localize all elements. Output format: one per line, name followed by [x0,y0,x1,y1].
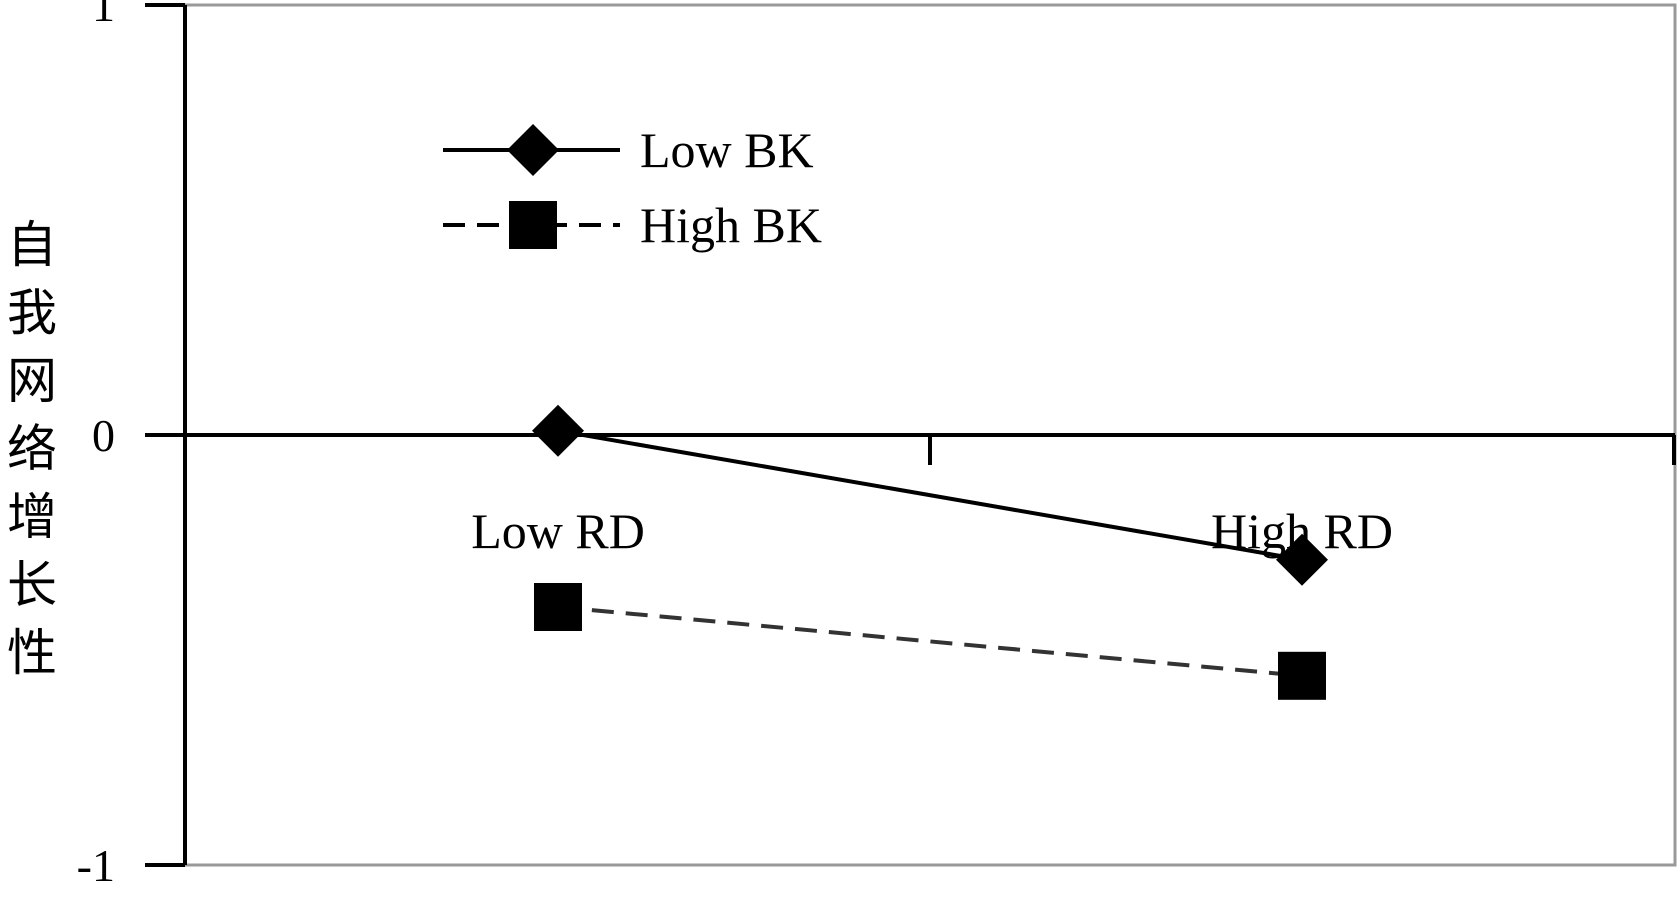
y-axis-label-char: 性 [7,624,57,682]
y-axis-label-char: 我 [7,284,57,342]
x-category-label: Low RD [471,503,645,559]
legend: Low BK High BK [443,122,822,253]
series-low-bk-point [1276,533,1328,586]
legend-high-bk-point [509,201,557,249]
legend-high-bk-label: High BK [640,197,822,253]
series-low-bk-line [557,428,1303,562]
series-high-bk-line [557,605,1303,678]
series-low-bk [532,404,1328,586]
y-axis-label-char: 络 [7,420,57,478]
y-tick-label: 1 [92,0,115,31]
y-tick-label: 0 [92,410,115,461]
series-high-bk-point [534,583,582,631]
y-axis-label-char: 网 [7,352,57,410]
series-low-bk-point [532,404,584,457]
series-layer [532,404,1328,700]
y-axis-label-char: 增 [7,488,57,546]
y-axis-label-char: 长 [7,556,57,614]
y-axis-label-char: 自 [7,216,57,274]
series-high-bk [534,583,1326,700]
y-tick-label: -1 [77,840,115,891]
legend-low-bk-point [507,124,559,176]
legend-low-bk-label: Low BK [640,122,814,178]
series-high-bk-point [1278,651,1326,700]
